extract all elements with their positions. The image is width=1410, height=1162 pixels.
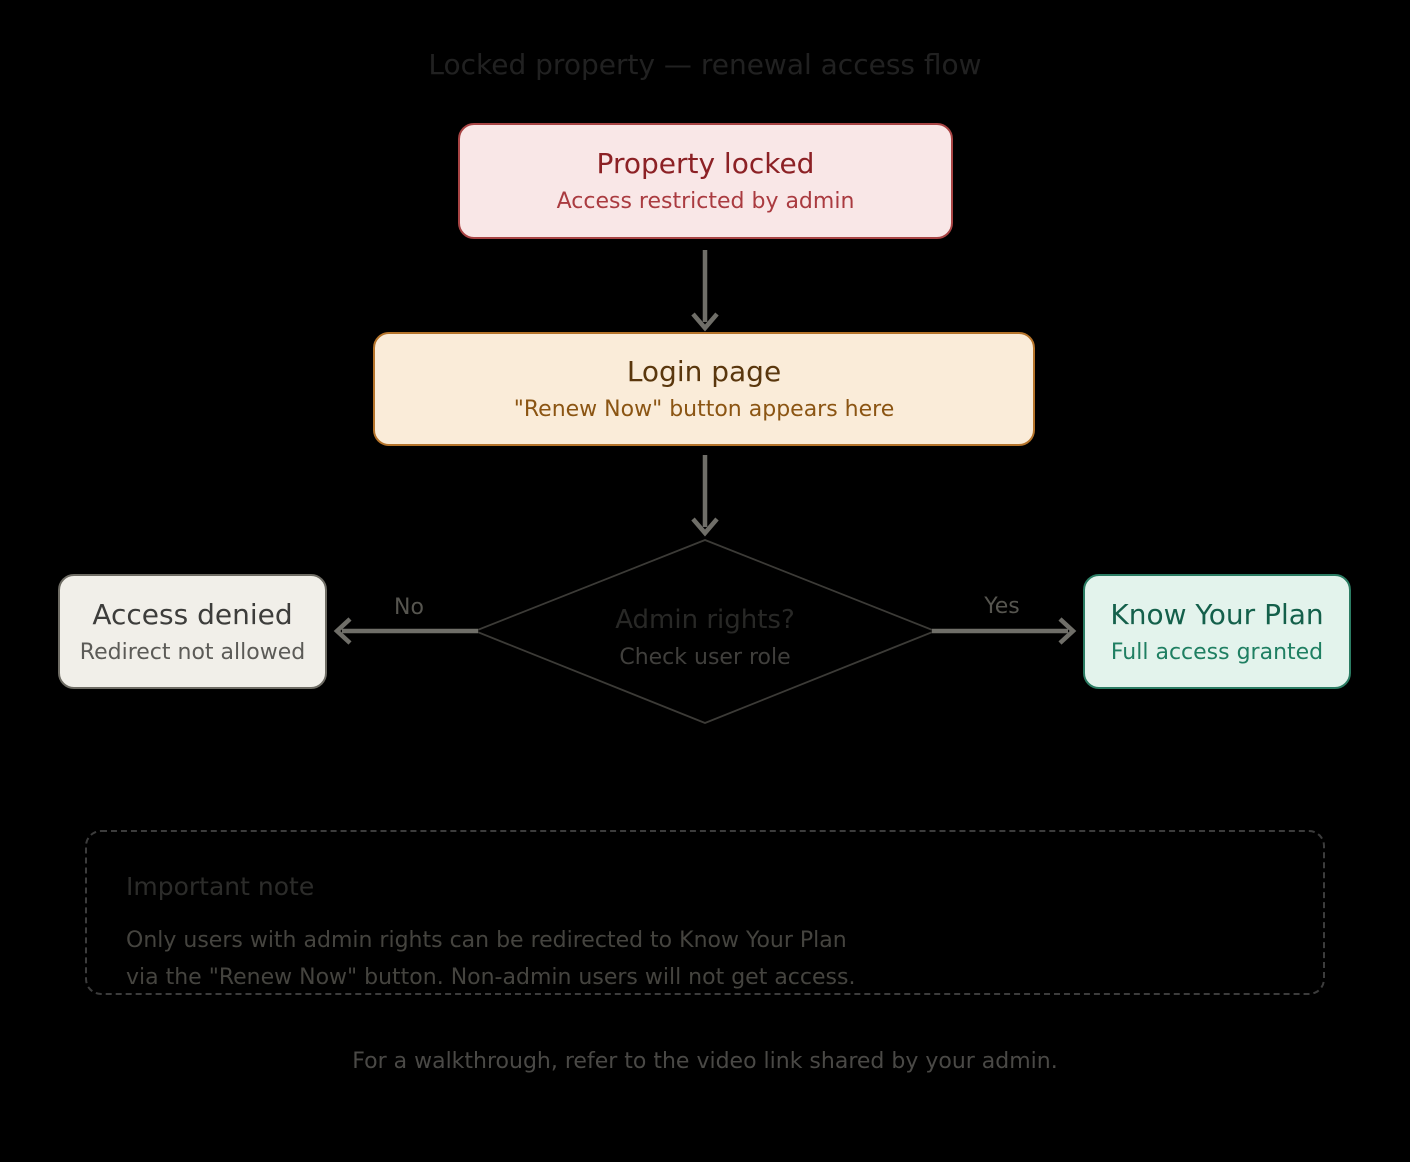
node-subtitle: Access restricted by admin <box>556 189 855 214</box>
arrowhead-down-icon <box>691 517 719 537</box>
decision-label-group: Admin rights? Check user role <box>505 604 905 672</box>
node-subtitle: "Renew Now" button appears here <box>513 397 895 422</box>
decision-subtitle: Check user role <box>619 645 791 670</box>
decision-diamond-shape <box>472 539 938 724</box>
edge-label-yes: Yes <box>984 594 1020 619</box>
node-subtitle: Redirect not allowed <box>79 639 306 665</box>
node-title: Access denied <box>92 597 293 631</box>
arrowhead-right-icon <box>1058 617 1077 645</box>
node-know-your-plan: Know Your Plan Full access granted <box>1083 574 1351 689</box>
arrow-locked-to-login <box>691 250 719 332</box>
edge-label-no: No <box>394 595 424 620</box>
arrowhead-down-icon <box>691 312 719 332</box>
note-line-2: via the "Renew Now" button. Non-admin us… <box>126 965 856 990</box>
node-subtitle: Full access granted <box>1110 639 1324 665</box>
node-title: Login page <box>626 355 782 388</box>
note-panel: Important note Only users with admin rig… <box>85 830 1325 995</box>
node-login-page: Login page "Renew Now" button appears he… <box>373 332 1035 446</box>
arrow-login-to-decision <box>691 455 719 537</box>
note-heading: Important note <box>126 872 315 901</box>
decision-title: Admin rights? <box>615 605 795 635</box>
arrowhead-left-icon <box>333 617 352 645</box>
node-title: Property locked <box>596 147 815 180</box>
note-line-1: Only users with admin rights can be redi… <box>126 928 847 953</box>
arrow-decision-to-plan <box>932 617 1077 645</box>
node-title: Know Your Plan <box>1110 597 1324 631</box>
diagram-title: Locked property — renewal access flow <box>428 48 982 81</box>
node-property-locked: Property locked Access restricted by adm… <box>458 123 953 239</box>
node-access-denied: Access denied Redirect not allowed <box>58 574 327 689</box>
footer-caption: For a walkthrough, refer to the video li… <box>352 1049 1058 1074</box>
arrow-decision-to-denied <box>333 617 478 645</box>
